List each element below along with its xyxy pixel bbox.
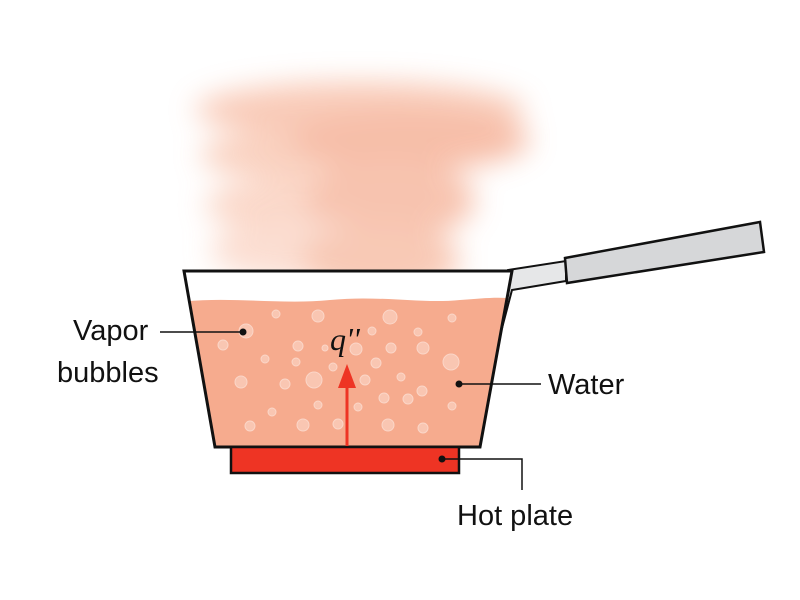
heat-flux-arrow [338,364,356,446]
water-label: Water [548,369,625,401]
vapor-bubble [279,378,291,390]
vapor-bubbles [217,309,460,434]
hot-plate-label: Hot plate [457,500,573,532]
vapor-bubble [442,353,460,371]
vapor-label-line1: Vapor [73,315,149,347]
vapor-bubble [385,342,397,354]
vapor-bubble [271,309,281,319]
vapor-bubble [291,357,301,367]
vapor-bubble [359,374,371,386]
vapor-bubble [396,372,406,382]
hot-plate [229,445,461,475]
vapor-bubble [305,371,323,389]
vapor-bubble [416,341,430,355]
steam [195,82,530,295]
pan [182,269,514,449]
vapor-bubble [267,407,277,417]
vapor-bubble [447,313,457,323]
vapor-bubble [349,342,363,356]
vapor-bubble [332,418,344,430]
vapor-bubble [416,385,428,397]
vapor-bubble [313,400,323,410]
vapor-bubble [417,422,429,434]
vapor-bubble [328,362,338,372]
leader-lines [160,331,541,490]
vapor-bubble [447,401,457,411]
vapor-label-line2: bubbles [57,357,159,389]
heat-flux-label: q'' [330,321,361,357]
vapor-bubble [381,418,395,432]
vapor-bubble [367,326,377,336]
vapor-bubble [402,393,414,405]
vapor-bubble [244,420,256,432]
vapor-bubble [370,357,382,369]
vapor-bubble [382,309,398,325]
leader-dots [239,328,463,463]
vapor-bubble [321,344,329,352]
pan-handle [496,220,766,330]
vapor-bubble [378,392,390,404]
vapor-bubble [296,418,310,432]
handle-grip [563,220,766,285]
vapor-bubble [311,309,325,323]
vapor-bubble [292,340,304,352]
vapor-bubble [260,354,270,364]
vapor-bubble [234,375,248,389]
vapor-bubble [353,402,363,412]
vapor-bubble [413,327,423,337]
vapor-bubble [217,339,229,351]
